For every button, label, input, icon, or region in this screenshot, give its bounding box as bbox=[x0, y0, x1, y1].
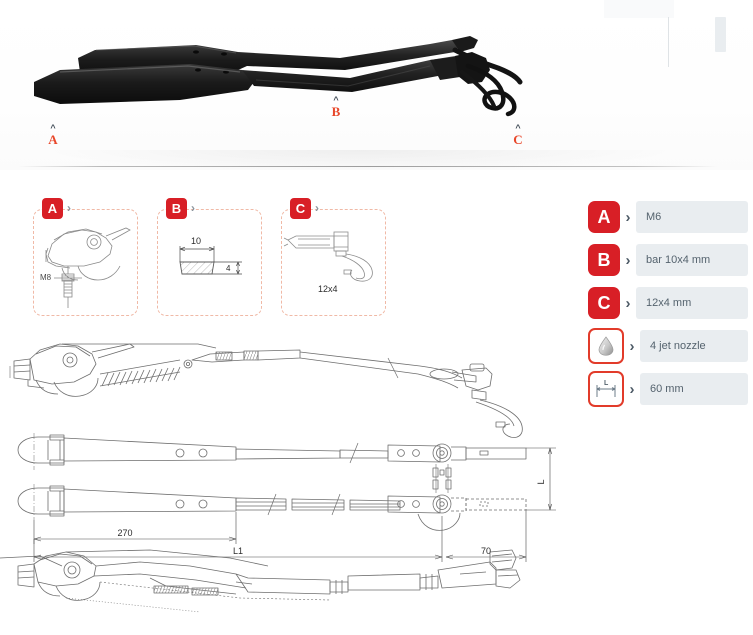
spec-badge-nozzle bbox=[588, 328, 624, 364]
scrollbar-thumb[interactable] bbox=[715, 17, 726, 52]
marker-letter: C bbox=[513, 132, 523, 147]
drawing-view-perspective-bottom bbox=[0, 549, 521, 613]
callout-a-drawing: M8 bbox=[40, 227, 131, 308]
callout-b-bar-section[interactable]: B › 10 bbox=[157, 198, 262, 316]
callout-c-drawing: 12x4 bbox=[283, 231, 373, 294]
marker-letter: B bbox=[331, 104, 341, 119]
photo-bottom-divider bbox=[18, 166, 718, 167]
water-droplet-icon bbox=[598, 336, 614, 356]
spec-badge-b: B bbox=[588, 244, 620, 276]
spec-chevron-icon: › bbox=[625, 294, 631, 312]
callout-b-drawing: 10 4 bbox=[179, 236, 242, 275]
spec-row-c[interactable]: C › 12x4 mm bbox=[588, 286, 748, 320]
spec-row-a[interactable]: A › M6 bbox=[588, 200, 748, 234]
spec-row-length[interactable]: L › 60 mm bbox=[588, 371, 748, 407]
dim-label-l1: L1 bbox=[233, 546, 243, 556]
spec-badge-c: C bbox=[588, 287, 620, 319]
callout-boxes: A › bbox=[0, 195, 580, 325]
top-right-ghost-panel bbox=[604, 0, 674, 18]
marker-caret-icon: ^ bbox=[333, 95, 339, 105]
spec-row-b[interactable]: B › bar 10x4 mm bbox=[588, 243, 748, 277]
spec-row-nozzle[interactable]: › 4 jet nozzle bbox=[588, 328, 748, 364]
marker-letter: A bbox=[48, 132, 58, 147]
callout-chevron-icon: › bbox=[315, 201, 319, 215]
dim-label-270: 270 bbox=[117, 528, 132, 538]
callout-b-dim-top: 10 bbox=[191, 236, 201, 246]
spec-value-c: 12x4 mm bbox=[636, 287, 748, 319]
photo-marker-a: ^ A bbox=[44, 124, 62, 147]
photo-drop-shadow bbox=[40, 150, 680, 170]
spec-chevron-icon: › bbox=[625, 251, 631, 269]
spec-value-nozzle: 4 jet nozzle bbox=[640, 330, 748, 362]
callout-b-dim-side: 4 bbox=[226, 264, 231, 273]
marker-caret-icon: ^ bbox=[50, 123, 56, 133]
spec-value-a: M6 bbox=[636, 201, 748, 233]
callout-a-mount-thread[interactable]: A › bbox=[33, 198, 138, 316]
technical-drawings: 270 L1 70 L bbox=[0, 330, 600, 635]
callout-badge-b: B bbox=[166, 198, 187, 219]
length-dimension-icon: L bbox=[596, 380, 616, 397]
spec-chevron-icon: › bbox=[625, 208, 631, 226]
callout-badge-c: C bbox=[290, 198, 311, 219]
callout-chevron-icon: › bbox=[67, 201, 71, 215]
marker-caret-icon: ^ bbox=[515, 123, 521, 133]
drawing-view-perspective-top bbox=[9, 343, 523, 438]
spec-chevron-icon: › bbox=[629, 380, 635, 398]
wiper-arm-photo bbox=[34, 36, 523, 117]
length-icon-letter: L bbox=[604, 380, 609, 387]
dimension-lines bbox=[33, 447, 556, 562]
spec-list: A › M6 B › bar 10x4 mm C › 12x4 mm bbox=[588, 200, 748, 415]
spec-value-b: bar 10x4 mm bbox=[636, 244, 748, 276]
spec-value-length: 60 mm bbox=[640, 373, 748, 405]
spec-chevron-icon: › bbox=[629, 337, 635, 355]
photo-marker-b: ^ B bbox=[327, 96, 345, 119]
drawing-view-plan-lower bbox=[17, 464, 527, 531]
technical-drawing-svg: 270 L1 70 L bbox=[0, 343, 556, 613]
product-photo-area: ^ A ^ B ^ C bbox=[0, 0, 753, 170]
spec-badge-length: L bbox=[588, 371, 624, 407]
drawing-view-plan-upper bbox=[17, 433, 527, 470]
callout-badge-a: A bbox=[42, 198, 63, 219]
top-right-divider bbox=[668, 17, 669, 67]
dim-label-l: L bbox=[536, 479, 546, 484]
callout-c-label: 12x4 bbox=[318, 284, 338, 294]
callout-c-blade-connector[interactable]: C › 12x4 bbox=[281, 198, 386, 316]
dim-label-70: 70 bbox=[481, 546, 491, 556]
callout-a-label: M8 bbox=[40, 273, 52, 282]
callout-chevron-icon: › bbox=[191, 201, 195, 215]
photo-marker-c: ^ C bbox=[509, 124, 527, 147]
spec-badge-a: A bbox=[588, 201, 620, 233]
